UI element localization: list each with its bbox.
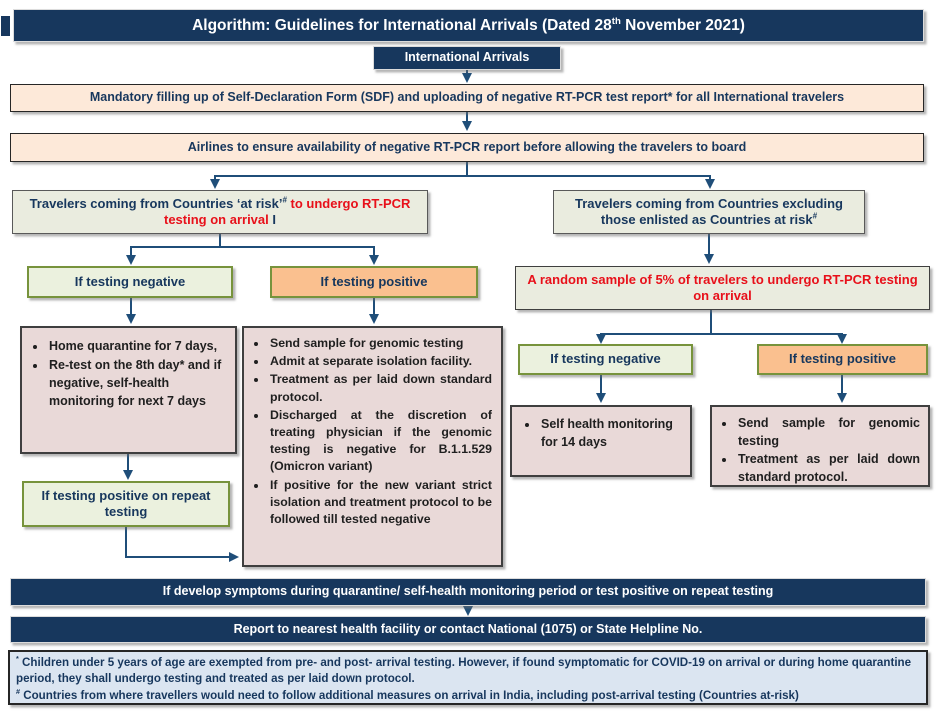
node-home-quarantine-list: Home quarantine for 7 days, Re-test on t…: [30, 337, 227, 412]
list-item: Self health monitoring for 14 days: [539, 416, 682, 451]
node-genomic-protocol: Send sample for genomic testing Admit at…: [242, 326, 503, 567]
node-airlines-label: Airlines to ensure availability of negat…: [187, 139, 747, 154]
footnote-hash: # Countries from where travellers would …: [16, 687, 799, 702]
node-symptoms: If develop symptoms during quarantine/ s…: [10, 578, 926, 606]
node-mandatory-sdf-label: Mandatory filling up of Self-Declaration…: [89, 90, 845, 105]
list-item: Treatment as per laid down standard prot…: [736, 451, 920, 486]
node-left-if-positive: If testing positive: [270, 266, 478, 298]
page-title-text: Algorithm: Guidelines for International …: [192, 15, 745, 34]
node-symptoms-label: If develop symptoms during quarantine/ s…: [162, 584, 774, 599]
list-item: Treatment as per laid down standard prot…: [268, 371, 492, 405]
node-excluding-label: Travelers coming from Countries excludin…: [574, 195, 843, 227]
list-item: Admit at separate isolation facility.: [268, 353, 492, 370]
list-item: Send sample for genomic testing: [736, 415, 920, 450]
list-item: If positive for the new variant strict i…: [268, 477, 492, 529]
node-positive-protocol: Send sample for genomic testing Treatmen…: [710, 405, 930, 487]
node-left-if-positive-label: If testing positive: [320, 273, 428, 289]
node-right-if-positive-label: If testing positive: [789, 351, 896, 367]
node-left-if-negative-label: If testing negative: [74, 273, 186, 289]
node-mandatory-sdf: Mandatory filling up of Self-Declaration…: [10, 84, 924, 112]
footnote-asterisk: * Children under 5 years of age are exem…: [16, 654, 912, 686]
footnotes: * Children under 5 years of age are exem…: [8, 650, 928, 705]
node-left-if-negative: If testing negative: [27, 266, 233, 298]
node-random-sample: A random sample of 5% of travelers to un…: [515, 266, 930, 310]
node-home-quarantine: Home quarantine for 7 days, Re-test on t…: [20, 326, 237, 454]
node-airlines: Airlines to ensure availability of negat…: [10, 133, 924, 162]
list-item: Re-test on the 8th day* and if negative,…: [47, 356, 227, 410]
node-at-risk-countries: Travelers coming from Countries ‘at risk…: [12, 190, 428, 234]
list-item: Discharged at the discretion of treating…: [268, 407, 492, 476]
node-repeat-positive-label: If testing positive on repeat testing: [41, 487, 211, 519]
node-report: Report to nearest health facility or con…: [10, 616, 926, 643]
node-report-label: Report to nearest health facility or con…: [233, 621, 703, 636]
node-positive-protocol-list: Send sample for genomic testing Treatmen…: [719, 415, 920, 487]
decoration-left-sliver: [1, 16, 10, 36]
list-item: Home quarantine for 7 days,: [47, 337, 227, 355]
node-repeat-positive: If testing positive on repeat testing: [22, 481, 230, 527]
list-item: Send sample for genomic testing: [268, 335, 492, 352]
node-right-if-positive: If testing positive: [757, 344, 928, 375]
node-genomic-protocol-list: Send sample for genomic testing Admit at…: [251, 335, 492, 529]
node-self-health: Self health monitoring for 14 days: [510, 405, 692, 477]
node-international-arrivals: International Arrivals: [373, 46, 561, 70]
node-excluding-countries: Travelers coming from Countries excludin…: [553, 190, 865, 234]
node-international-arrivals-label: International Arrivals: [404, 50, 530, 65]
node-self-health-list: Self health monitoring for 14 days: [522, 416, 682, 452]
node-right-if-negative-label: If testing negative: [550, 351, 661, 367]
node-random-sample-label: A random sample of 5% of travelers to un…: [527, 271, 918, 303]
node-at-risk-label: Travelers coming from Countries ‘at risk…: [29, 195, 411, 227]
page-title: Algorithm: Guidelines for International …: [13, 9, 924, 42]
node-right-if-negative: If testing negative: [518, 344, 693, 375]
